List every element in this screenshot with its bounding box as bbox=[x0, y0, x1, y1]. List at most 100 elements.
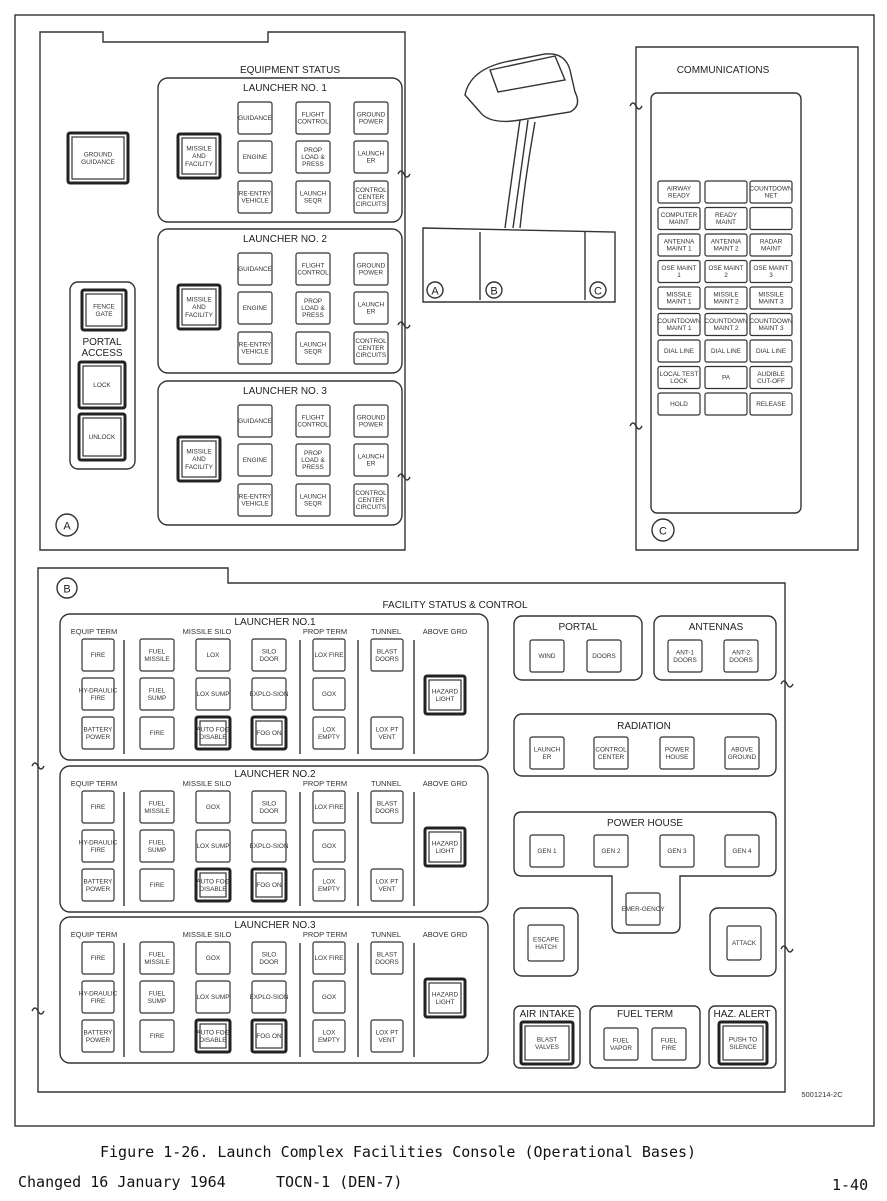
button-label: DOOR bbox=[259, 808, 279, 815]
button-inner-frame bbox=[722, 1025, 764, 1061]
button-frame bbox=[659, 736, 695, 770]
button-label: AND bbox=[192, 304, 206, 311]
button-frame bbox=[657, 312, 701, 337]
button-frame bbox=[749, 312, 793, 337]
button-frame bbox=[312, 980, 346, 1014]
button-frame bbox=[81, 941, 115, 975]
equip-term-button: FIRE bbox=[81, 790, 115, 824]
equipment-status-title: EQUIPMENT STATUS bbox=[240, 65, 340, 76]
button-label: UNLOCK bbox=[89, 434, 116, 441]
radiation-frame bbox=[513, 713, 777, 777]
button-label: LOX SUMP bbox=[196, 843, 229, 850]
button-label: LAUNCH bbox=[358, 302, 385, 309]
button-label: LOAD & bbox=[301, 305, 325, 312]
button-label: MISSILE bbox=[186, 449, 211, 456]
button-label: LAUNCH bbox=[300, 191, 327, 198]
facility-launcher-frame bbox=[59, 916, 489, 1064]
button-label: ANTENNA bbox=[664, 239, 695, 246]
button-label: NET bbox=[765, 192, 778, 199]
button-frame bbox=[704, 392, 748, 416]
button-label: FUEL bbox=[149, 648, 166, 655]
column-header: EQUIP TERM bbox=[71, 779, 117, 788]
button-label: FUEL bbox=[149, 990, 166, 997]
button-label: DISABLE bbox=[200, 1037, 227, 1044]
button-frame bbox=[251, 941, 287, 975]
button-inner-frame bbox=[181, 440, 217, 478]
button-label: LOX FIRE bbox=[314, 652, 343, 659]
button-frame bbox=[726, 925, 762, 961]
emergency-button: EMER-GENCY bbox=[621, 892, 665, 926]
button-label: GUIDANCE bbox=[238, 266, 272, 273]
column-header: TUNNEL bbox=[371, 779, 401, 788]
key-c bbox=[589, 281, 607, 299]
button-label: EMPTY bbox=[318, 734, 341, 741]
button-label: FIRE bbox=[91, 804, 106, 811]
panel-b-outline bbox=[37, 567, 786, 1093]
button-frame bbox=[657, 259, 701, 284]
missile-silo-button: FOG ON bbox=[250, 1018, 288, 1054]
button-label: LOX PT bbox=[376, 878, 399, 885]
facility-launcher-title: LAUNCHER NO.1 bbox=[234, 617, 316, 628]
button-frame bbox=[195, 677, 231, 711]
attack-button: ATTACK bbox=[726, 925, 762, 961]
button-label: FUEL bbox=[613, 1037, 630, 1044]
button-label: COUNTDOWN bbox=[705, 318, 748, 325]
equipment-launcher-title: LAUNCHER NO. 3 bbox=[243, 386, 327, 397]
missile-silo-button: LOX SUMP bbox=[195, 980, 231, 1014]
console-cable bbox=[519, 121, 536, 229]
button-frame bbox=[81, 716, 115, 750]
button-inner-frame bbox=[181, 137, 217, 175]
button-label: AUDIBLE bbox=[757, 371, 784, 378]
button-frame bbox=[237, 252, 273, 286]
column-header: PROP TERM bbox=[303, 779, 347, 788]
button-label: EMER-GENCY bbox=[621, 906, 665, 913]
facility-launcher-title: LAUNCHER NO.3 bbox=[234, 920, 316, 931]
button-label: FIRE bbox=[91, 955, 106, 962]
button-label: MAINT 2 bbox=[713, 245, 739, 252]
button-label: SILO bbox=[262, 800, 277, 807]
break-mark bbox=[397, 170, 411, 178]
button-label: FOG ON bbox=[256, 730, 282, 737]
column-header: PROP TERM bbox=[303, 627, 347, 636]
button-frame bbox=[370, 1019, 404, 1053]
button-frame bbox=[657, 392, 701, 416]
equipment-status-cell: ENGINE bbox=[237, 140, 273, 174]
button-label: FUEL bbox=[149, 951, 166, 958]
button-label: HAZARD bbox=[432, 688, 459, 695]
button-frame bbox=[749, 259, 793, 284]
break-mark bbox=[397, 321, 411, 329]
button-label: DOORS bbox=[729, 657, 752, 664]
button-label: POWER bbox=[359, 270, 384, 277]
equipment-status-cell: GUIDANCE bbox=[237, 404, 273, 438]
button-label: PRESS bbox=[302, 464, 324, 471]
button-frame bbox=[251, 790, 287, 824]
button-label: GUIDANCE bbox=[81, 159, 115, 166]
equipment-status-cell: GUIDANCE bbox=[237, 252, 273, 286]
button-inner-frame bbox=[255, 1023, 283, 1049]
button-label: 2 bbox=[724, 272, 728, 279]
button-frame bbox=[724, 736, 760, 770]
missile-silo-button: GOX bbox=[195, 790, 231, 824]
button-frame bbox=[139, 868, 175, 902]
generator-button: GEN 3 bbox=[659, 834, 695, 868]
equipment-status-cell: ENGINE bbox=[237, 291, 273, 325]
equipment-launcher-title: LAUNCHER NO. 1 bbox=[243, 83, 327, 94]
button-label: MAINT bbox=[716, 219, 736, 226]
button-label: EXPLO-SION bbox=[249, 843, 288, 850]
button-label: FLIGHT bbox=[302, 112, 325, 119]
button-frame bbox=[353, 140, 389, 174]
button-frame bbox=[667, 639, 703, 673]
